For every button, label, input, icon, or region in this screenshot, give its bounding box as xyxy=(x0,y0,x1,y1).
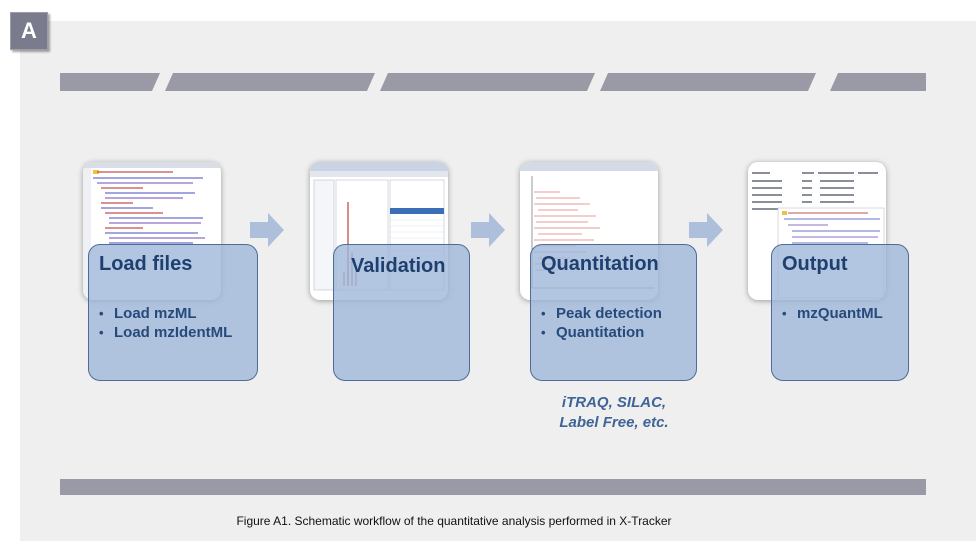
output-bullets: mzQuantML xyxy=(782,304,883,323)
output-title: Output xyxy=(782,253,848,275)
output-card: Output mzQuantML xyxy=(771,244,909,381)
bullet-item: Load mzIdentML xyxy=(99,323,232,342)
arrow-right-icon xyxy=(689,213,723,247)
quantitation-methods-note: iTRAQ, SILAC, Label Free, etc. xyxy=(530,393,698,433)
quantitation-title: Quantitation xyxy=(541,253,659,275)
top-banner-segment xyxy=(600,73,816,91)
panel-label: A xyxy=(10,12,48,50)
note-line: Label Free, etc. xyxy=(559,414,669,431)
bullet-item: mzQuantML xyxy=(782,304,883,323)
arrow-right-icon xyxy=(471,213,505,247)
bullet-item: Load mzML xyxy=(99,304,232,323)
note-line: iTRAQ, SILAC, xyxy=(561,394,667,411)
top-banner xyxy=(60,73,926,91)
figure-caption: Figure A1. Schematic workflow of the qua… xyxy=(236,514,672,528)
load-files-card: Load files Load mzML Load mzIdentML xyxy=(88,244,258,381)
quantitation-bullets: Peak detection Quantitation xyxy=(541,304,662,342)
bullet-item: Quantitation xyxy=(541,323,662,342)
top-banner-segment xyxy=(830,73,926,91)
load-files-title: Load files xyxy=(99,253,193,275)
xml-file-thumbnail xyxy=(83,162,221,300)
top-banner-segment xyxy=(165,73,375,91)
arrow-right-icon xyxy=(250,213,284,247)
top-banner-segment xyxy=(60,73,160,91)
bullet-item: Peak detection xyxy=(541,304,662,323)
validation-card: Validation xyxy=(333,244,470,381)
top-banner-segment xyxy=(380,73,595,91)
validation-title: Validation xyxy=(351,255,446,277)
load-files-bullets: Load mzML Load mzIdentML xyxy=(99,304,232,342)
quantitation-card: Quantitation Peak detection Quantitation xyxy=(530,244,697,381)
bottom-banner xyxy=(60,479,926,495)
